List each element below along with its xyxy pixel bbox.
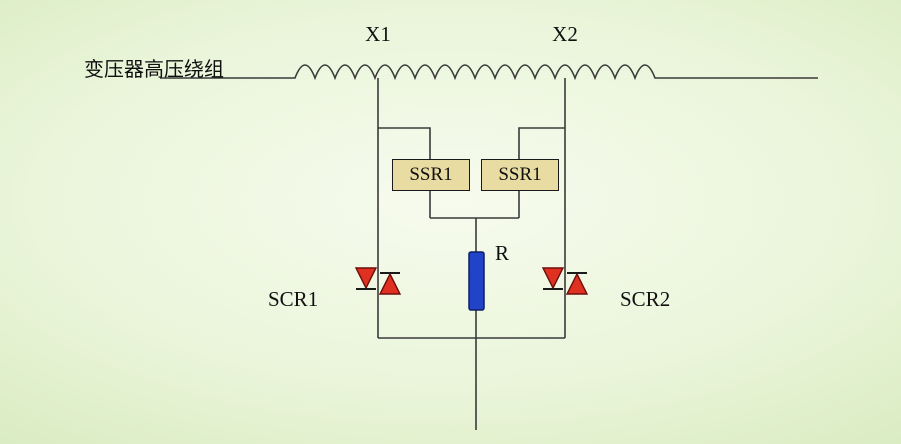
- scr1-label: SCR1: [268, 287, 319, 311]
- transformer-winding-coil: [160, 64, 818, 81]
- ssr-left-label: SSR1: [409, 164, 453, 185]
- wire-ssr-right-top: [518, 127, 565, 160]
- ssr-right-label: SSR1: [498, 164, 542, 185]
- resistor-label: R: [495, 241, 510, 265]
- scr1-triangle-up: [378, 272, 402, 295]
- ssr-right-box: SSR1: [481, 159, 559, 191]
- scr1-triangle-down: [354, 267, 378, 290]
- scr2-triangle-down: [541, 267, 565, 290]
- tap-x1-label: X1: [365, 22, 391, 46]
- scr2-label: SCR2: [620, 287, 671, 311]
- scr2-symbol: [541, 267, 589, 295]
- scr2-triangle-up: [565, 272, 589, 295]
- scr1-symbol: [354, 267, 402, 295]
- ssr-left-box: SSR1: [392, 159, 470, 191]
- wire-ssr-left-top: [378, 127, 431, 160]
- resistor-body: [468, 251, 485, 311]
- winding-label: 变压器高压绕组: [84, 59, 224, 81]
- tap-x2-label: X2: [552, 22, 578, 46]
